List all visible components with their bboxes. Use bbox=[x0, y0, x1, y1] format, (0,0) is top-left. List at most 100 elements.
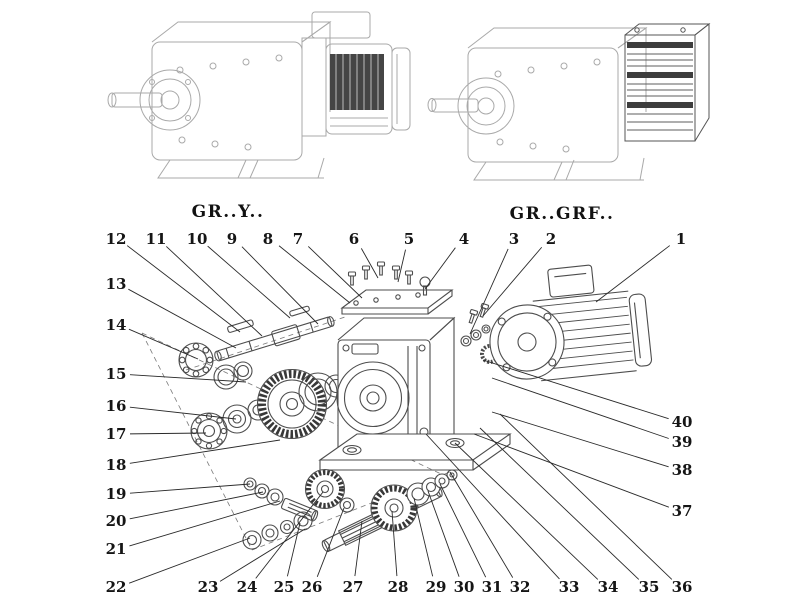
leader-line-23 bbox=[219, 528, 306, 582]
leader-line-1 bbox=[595, 245, 671, 303]
retaining-ring bbox=[339, 497, 355, 513]
leader-line-36 bbox=[499, 413, 673, 580]
leader-line-5 bbox=[397, 249, 406, 283]
leader-line-38 bbox=[491, 411, 669, 468]
leader-line-24 bbox=[255, 491, 324, 579]
part-number-15: 15 bbox=[106, 365, 127, 383]
part-number-5: 5 bbox=[404, 230, 414, 248]
part-number-23: 23 bbox=[198, 578, 219, 596]
part-number-28: 28 bbox=[388, 578, 409, 596]
part-number-25: 25 bbox=[274, 578, 295, 596]
electric-motor bbox=[489, 264, 653, 382]
leader-line-4 bbox=[424, 247, 456, 290]
leader-line-21 bbox=[129, 500, 281, 547]
part-number-9: 9 bbox=[227, 230, 237, 248]
leader-line-2 bbox=[482, 246, 543, 317]
washers-lower bbox=[242, 511, 313, 550]
assembled-gearmotor-helical bbox=[107, 11, 411, 179]
leader-line-16 bbox=[129, 406, 237, 420]
part-number-27: 27 bbox=[343, 578, 364, 596]
motor-mounting-hardware bbox=[460, 302, 491, 347]
part-number-3: 3 bbox=[509, 230, 519, 248]
part-number-24: 24 bbox=[237, 578, 258, 596]
leader-line-7 bbox=[307, 246, 363, 299]
part-number-10: 10 bbox=[187, 230, 208, 248]
part-number-36: 36 bbox=[672, 578, 693, 596]
leader-line-30 bbox=[427, 490, 460, 577]
leader-line-20 bbox=[129, 491, 264, 520]
leader-line-27 bbox=[354, 520, 363, 577]
exploded-view bbox=[141, 261, 653, 553]
part-number-19: 19 bbox=[106, 485, 127, 503]
leader-line-35 bbox=[479, 427, 640, 580]
leader-line-17 bbox=[129, 432, 207, 435]
leader-line-25 bbox=[286, 522, 301, 577]
part-number-17: 17 bbox=[106, 425, 127, 443]
leader-line-33 bbox=[425, 433, 560, 580]
assembled-gearmotor-flange bbox=[427, 22, 711, 181]
leader-line-8 bbox=[278, 245, 351, 304]
part-number-13: 13 bbox=[106, 275, 127, 293]
part-number-37: 37 bbox=[672, 502, 693, 520]
part-number-35: 35 bbox=[639, 578, 660, 596]
leader-line-37 bbox=[473, 433, 670, 508]
base-plate bbox=[318, 433, 512, 471]
brake-fin-block bbox=[624, 22, 711, 142]
cover-bolts bbox=[347, 261, 414, 286]
leader-line-19 bbox=[129, 483, 251, 494]
part-number-1: 1 bbox=[676, 230, 686, 248]
part-number-30: 30 bbox=[454, 578, 475, 596]
top-cover bbox=[340, 289, 454, 315]
part-number-39: 39 bbox=[672, 433, 693, 451]
retaining-ring-inner bbox=[342, 500, 352, 510]
part-number-38: 38 bbox=[672, 461, 693, 479]
output-shaft-rings bbox=[406, 469, 458, 506]
part-number-18: 18 bbox=[106, 456, 127, 474]
ball-bearing-input bbox=[178, 342, 214, 378]
large-gear bbox=[256, 368, 328, 440]
part-number-12: 12 bbox=[106, 230, 127, 248]
leader-line-13 bbox=[128, 288, 237, 349]
model-caption-right: GR..GRF.. bbox=[509, 204, 615, 224]
leader-line-29 bbox=[413, 497, 434, 577]
part-number-32: 32 bbox=[510, 578, 531, 596]
part-number-40: 40 bbox=[672, 413, 693, 431]
part-number-11: 11 bbox=[146, 230, 167, 248]
intermediate-gear bbox=[304, 468, 346, 510]
shaft-key bbox=[227, 319, 254, 333]
part-number-34: 34 bbox=[598, 578, 619, 596]
leader-line-28 bbox=[391, 510, 398, 577]
leader-line-10 bbox=[207, 245, 291, 319]
leader-line-3 bbox=[469, 248, 509, 335]
leader-line-12 bbox=[126, 245, 241, 333]
leader-line-32 bbox=[449, 471, 514, 578]
nameplate bbox=[351, 343, 379, 355]
part-number-20: 20 bbox=[106, 512, 127, 530]
part-number-33: 33 bbox=[559, 578, 580, 596]
leader-line-40 bbox=[482, 359, 669, 420]
model-caption-left: GR..Y.. bbox=[191, 202, 265, 222]
part-number-14: 14 bbox=[106, 316, 127, 334]
leader-lines bbox=[126, 245, 673, 584]
leader-line-15 bbox=[129, 374, 247, 383]
part-number-8: 8 bbox=[263, 230, 273, 248]
leader-line-39 bbox=[491, 377, 669, 439]
washers-upper bbox=[243, 477, 284, 506]
leader-line-11 bbox=[166, 246, 263, 337]
leader-line-9 bbox=[241, 246, 319, 325]
ball-bearing-lower bbox=[190, 412, 228, 450]
part-number-4: 4 bbox=[459, 230, 469, 248]
part-number-2: 2 bbox=[546, 230, 556, 248]
leader-line-14 bbox=[128, 328, 199, 360]
input-shaft bbox=[214, 316, 335, 362]
part-number-22: 22 bbox=[106, 578, 127, 596]
seal-rings bbox=[213, 361, 253, 390]
shaft-key-small bbox=[289, 305, 310, 317]
part-number-26: 26 bbox=[302, 578, 323, 596]
part-number-7: 7 bbox=[293, 230, 303, 248]
leader-line-6 bbox=[360, 248, 379, 279]
leader-line-34 bbox=[454, 442, 599, 580]
